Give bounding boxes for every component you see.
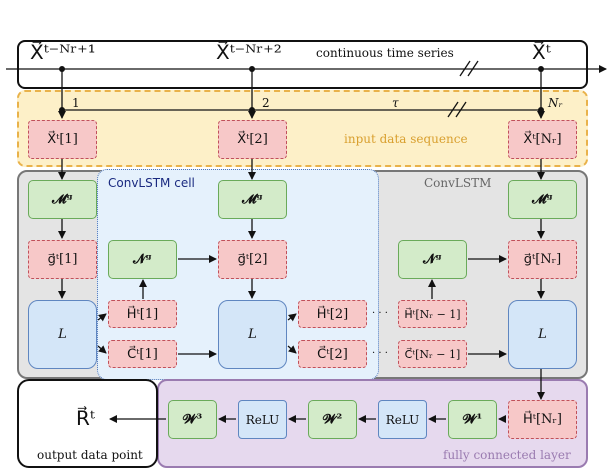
hn-label: H⃗ᵗ[Nᵣ]	[522, 412, 562, 427]
m-label-2: 𝓜ᵍ	[241, 192, 264, 207]
h1-label: H⃗ᵗ[1]	[126, 306, 159, 322]
l-box-n: L	[508, 300, 577, 369]
input-xn-label: X⃗ᵗ[Nᵣ]	[523, 132, 562, 147]
time-series-label: continuous time series	[316, 46, 454, 60]
x-last-label: X⃗ᵗ	[532, 40, 551, 64]
output-value: R⃗ᵗ	[76, 406, 95, 430]
l-label-2: L	[248, 327, 257, 342]
convlstm-label: ConvLSTM	[424, 176, 492, 190]
tick-tau: τ	[392, 96, 399, 110]
convlstm-cell-label: ConvLSTM cell	[108, 176, 195, 190]
c1-box: C⃗ᵗ[1]	[108, 340, 177, 368]
n-box-1: 𝓝ᵍ	[108, 240, 177, 279]
relu-box-1: ReLU	[378, 400, 427, 439]
input-xn-box: X⃗ᵗ[Nᵣ]	[508, 120, 577, 159]
cn1-box: C⃗ᵗ[Nᵣ − 1]	[398, 340, 467, 368]
tick-2: 2	[262, 96, 270, 110]
input-x2-label: X⃗ᵗ[2]	[237, 132, 268, 147]
input-sequence-panel	[17, 90, 588, 167]
x-first-label: X⃗ᵗ⁻ᴺʳ⁺¹	[30, 40, 96, 64]
input-x1-box: X⃗ᵗ[1]	[28, 120, 97, 159]
h2-label: H⃗ᵗ[2]	[316, 306, 349, 322]
w2-box: 𝓦²	[308, 400, 357, 439]
g-label-2: g⃗ᵗ[2]	[237, 252, 268, 267]
cn1-label: C⃗ᵗ[Nᵣ − 1]	[404, 347, 461, 361]
h2-box: H⃗ᵗ[2]	[298, 300, 367, 328]
c2-box: C⃗ᵗ[2]	[298, 340, 367, 368]
hn-box: H⃗ᵗ[Nᵣ]	[508, 400, 577, 439]
w1-box: 𝓦¹	[448, 400, 497, 439]
output-panel	[17, 379, 158, 468]
ellipsis-h: · · ·	[372, 308, 388, 319]
l-box-2: L	[218, 300, 287, 369]
g-label-1: g⃗ᵗ[1]	[47, 252, 78, 267]
c1-label: C⃗ᵗ[1]	[127, 346, 158, 362]
relu-box-2: ReLU	[238, 400, 287, 439]
tick-n: Nᵣ	[548, 96, 563, 110]
m-label-1: 𝓜ᵍ	[51, 192, 74, 207]
input-x2-box: X⃗ᵗ[2]	[218, 120, 287, 159]
g-box-2: g⃗ᵗ[2]	[218, 240, 287, 279]
l-label-1: L	[58, 327, 67, 342]
w3-box: 𝓦³	[168, 400, 217, 439]
relu-label-1: ReLU	[385, 412, 420, 427]
ellipsis-c: · · ·	[372, 348, 388, 359]
tick-1: 1	[72, 96, 80, 110]
m-box-2: 𝓜ᵍ	[218, 180, 287, 219]
input-sequence-label: input data sequence	[344, 132, 468, 146]
x-second-label: X⃗ᵗ⁻ᴺʳ⁺²	[216, 40, 282, 64]
hn1-label: H⃗ᵗ[Nᵣ − 1]	[404, 307, 461, 321]
n-label-n: 𝓝ᵍ	[423, 252, 442, 267]
m-box-n: 𝓜ᵍ	[508, 180, 577, 219]
g-box-n: g⃗ᵗ[Nᵣ]	[508, 240, 577, 279]
w1-label: 𝓦¹	[462, 412, 483, 427]
c2-label: C⃗ᵗ[2]	[317, 346, 348, 362]
hn1-box: H⃗ᵗ[Nᵣ − 1]	[398, 300, 467, 328]
n-label-1: 𝓝ᵍ	[133, 252, 152, 267]
l-label-n: L	[538, 327, 547, 342]
time-series-panel	[17, 40, 588, 89]
g-label-n: g⃗ᵗ[Nᵣ]	[523, 252, 562, 267]
input-x1-label: X⃗ᵗ[1]	[47, 132, 78, 147]
m-box-1: 𝓜ᵍ	[28, 180, 97, 219]
w3-label: 𝓦³	[182, 412, 203, 427]
relu-label-2: ReLU	[245, 412, 280, 427]
fc-label: fully connected layer	[443, 448, 571, 462]
m-label-n: 𝓜ᵍ	[531, 192, 554, 207]
output-label: output data point	[37, 448, 143, 462]
h1-box: H⃗ᵗ[1]	[108, 300, 177, 328]
l-box-1: L	[28, 300, 97, 369]
w2-label: 𝓦²	[322, 412, 343, 427]
g-box-1: g⃗ᵗ[1]	[28, 240, 97, 279]
n-box-n: 𝓝ᵍ	[398, 240, 467, 279]
